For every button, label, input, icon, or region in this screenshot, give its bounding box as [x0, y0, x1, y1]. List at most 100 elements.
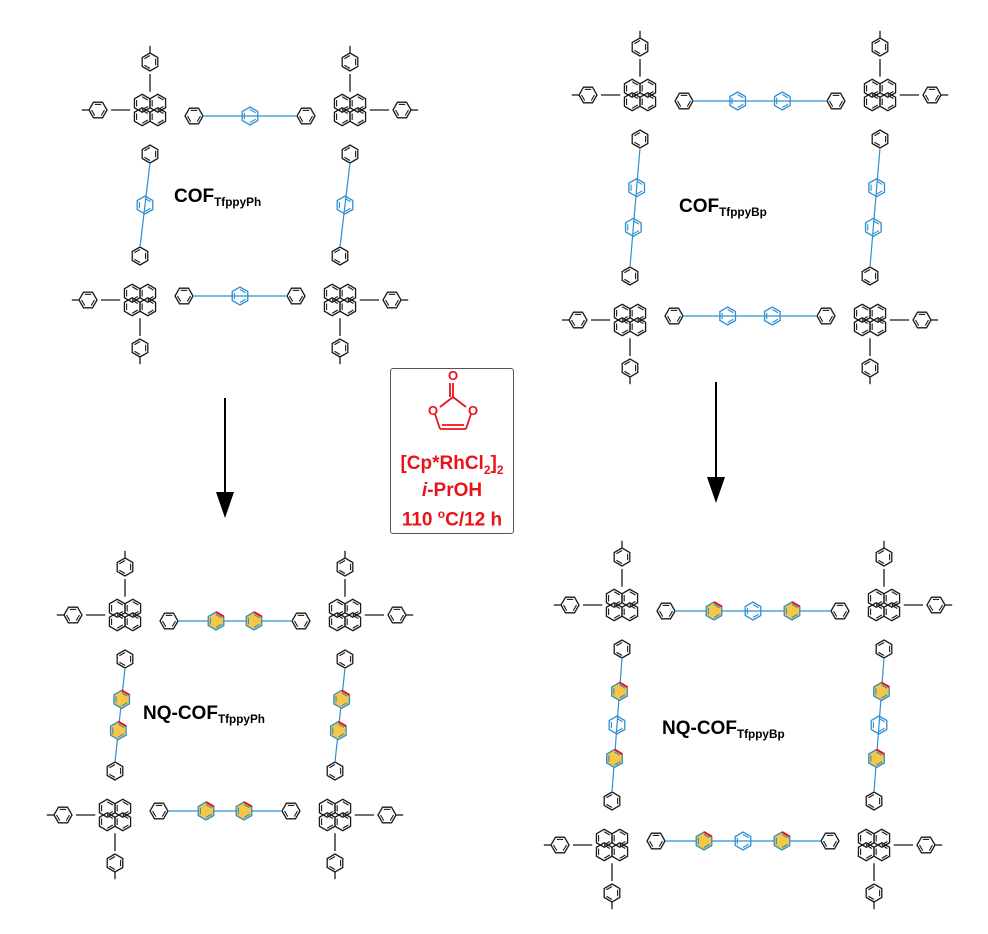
phenyl-ring-icon	[241, 106, 259, 126]
phenyl-ring-icon	[646, 832, 666, 850]
phenyl-ring-icon	[124, 611, 142, 632]
arrow-down-icon	[216, 398, 234, 518]
phenyl-ring-icon	[136, 195, 154, 215]
phenyl-ring-icon	[349, 106, 367, 127]
phenyl-ring-icon	[331, 338, 349, 358]
arrow-down-icon	[707, 382, 725, 503]
phenyl-ring-icon	[868, 177, 886, 198]
pyrene-node-icon	[853, 303, 887, 337]
phenyl-ring-icon	[608, 715, 626, 735]
phenyl-ring-icon	[336, 195, 354, 215]
phenyl-ring-icon	[334, 798, 352, 819]
pyrene-node-icon	[867, 588, 901, 622]
phenyl-ring-icon	[382, 291, 402, 309]
phenyl-ring-icon	[603, 883, 621, 903]
vinylene-carbonate-icon: O O O	[428, 369, 478, 430]
phenyl-ring-icon	[865, 883, 883, 903]
svg-text:O: O	[468, 403, 478, 418]
phenyl-ring-icon	[149, 93, 167, 114]
pyrene-node-icon	[863, 78, 897, 112]
phenyl-ring-icon	[139, 296, 157, 317]
phenyl-ring-icon	[624, 217, 642, 238]
phenyl-ring-icon	[871, 129, 889, 149]
phenyl-ring-icon	[631, 129, 649, 149]
phenyl-ring-icon	[184, 107, 204, 125]
phenyl-ring-icon	[879, 78, 897, 99]
pyrene-node-icon	[98, 798, 132, 832]
phenyl-ring-icon	[124, 598, 142, 619]
phenyl-ring-icon	[131, 338, 149, 358]
phenyl-ring-icon	[344, 598, 362, 619]
label-cof-tfppybp: COFTfppyBp	[679, 196, 767, 220]
phenyl-ring-icon	[628, 177, 646, 198]
phenyl-ring-icon	[139, 283, 157, 304]
phenyl-ring-icon	[349, 93, 367, 114]
phenyl-ring-icon	[926, 596, 946, 614]
phenyl-ring-icon	[869, 316, 887, 337]
pyrene-node-icon	[857, 828, 891, 862]
phenyl-ring-icon	[719, 306, 737, 326]
phenyl-ring-icon	[674, 92, 694, 110]
phenyl-ring-icon	[336, 649, 354, 669]
phenyl-ring-icon	[864, 217, 882, 238]
phenyl-ring-icon	[621, 358, 639, 378]
phenyl-ring-icon	[639, 78, 657, 99]
pyrene-node-icon	[318, 798, 352, 832]
phenyl-ring-icon	[392, 101, 412, 119]
phenyl-ring-icon	[149, 106, 167, 127]
phenyl-ring-icon	[870, 715, 888, 735]
phenyl-ring-icon	[629, 303, 647, 324]
phenyl-ring-icon	[861, 358, 879, 378]
phenyl-ring-icon	[744, 601, 762, 621]
phenyl-ring-icon	[664, 307, 684, 325]
solvent-label: i-PrOH	[421, 480, 483, 501]
structure-cof-tfppyph	[71, 45, 419, 365]
phenyl-ring-icon	[339, 296, 357, 317]
svg-text:O: O	[428, 403, 438, 418]
phenyl-ring-icon	[611, 841, 629, 862]
pyrene-node-icon	[323, 283, 357, 317]
phenyl-ring-icon	[341, 144, 359, 164]
phenyl-ring-icon	[141, 144, 159, 164]
label-cof-tfppyph: COFTfppyPh	[174, 186, 262, 210]
label-nq-cof-tfppyph: NQ-COFTfppyPh	[143, 703, 265, 727]
phenyl-ring-icon	[116, 649, 134, 669]
phenyl-ring-icon	[873, 841, 891, 862]
pyrene-node-icon	[328, 598, 362, 632]
phenyl-ring-icon	[613, 639, 631, 659]
phenyl-ring-icon	[339, 283, 357, 304]
phenyl-ring-icon	[773, 91, 791, 111]
phenyl-ring-icon	[883, 601, 901, 622]
pyrene-node-icon	[605, 588, 639, 622]
pyrene-node-icon	[123, 283, 157, 317]
pyrene-node-icon	[623, 78, 657, 112]
phenyl-ring-icon	[387, 606, 407, 624]
phenyl-ring-icon	[334, 811, 352, 832]
structure-nq-cof-tfppybp	[543, 540, 953, 910]
phenyl-ring-icon	[879, 91, 897, 112]
reaction-conditions-box: O O O [Cp*RhCl2]2 i-PrOH 110 oC/12 h	[390, 368, 514, 534]
phenyl-ring-icon	[629, 316, 647, 337]
phenyl-ring-icon	[875, 639, 893, 659]
structure-nq-cof-tfppyph	[46, 550, 414, 880]
catalyst-label: [Cp*RhCl2]2	[400, 453, 504, 477]
temperature-time-label: 110 oC/12 h	[401, 507, 503, 531]
phenyl-ring-icon	[611, 828, 629, 849]
phenyl-ring-icon	[114, 811, 132, 832]
phenyl-ring-icon	[729, 91, 747, 111]
pyrene-node-icon	[133, 93, 167, 127]
phenyl-ring-icon	[763, 306, 781, 326]
phenyl-ring-icon	[149, 802, 169, 820]
label-nq-cof-tfppybp: NQ-COFTfppyBp	[662, 718, 785, 742]
phenyl-ring-icon	[377, 806, 397, 824]
phenyl-ring-icon	[922, 86, 942, 104]
pyrene-node-icon	[595, 828, 629, 862]
phenyl-ring-icon	[326, 853, 344, 873]
pyrene-node-icon	[108, 598, 142, 632]
phenyl-ring-icon	[869, 303, 887, 324]
phenyl-ring-icon	[106, 853, 124, 873]
phenyl-ring-icon	[873, 828, 891, 849]
svg-text:O: O	[448, 369, 458, 383]
